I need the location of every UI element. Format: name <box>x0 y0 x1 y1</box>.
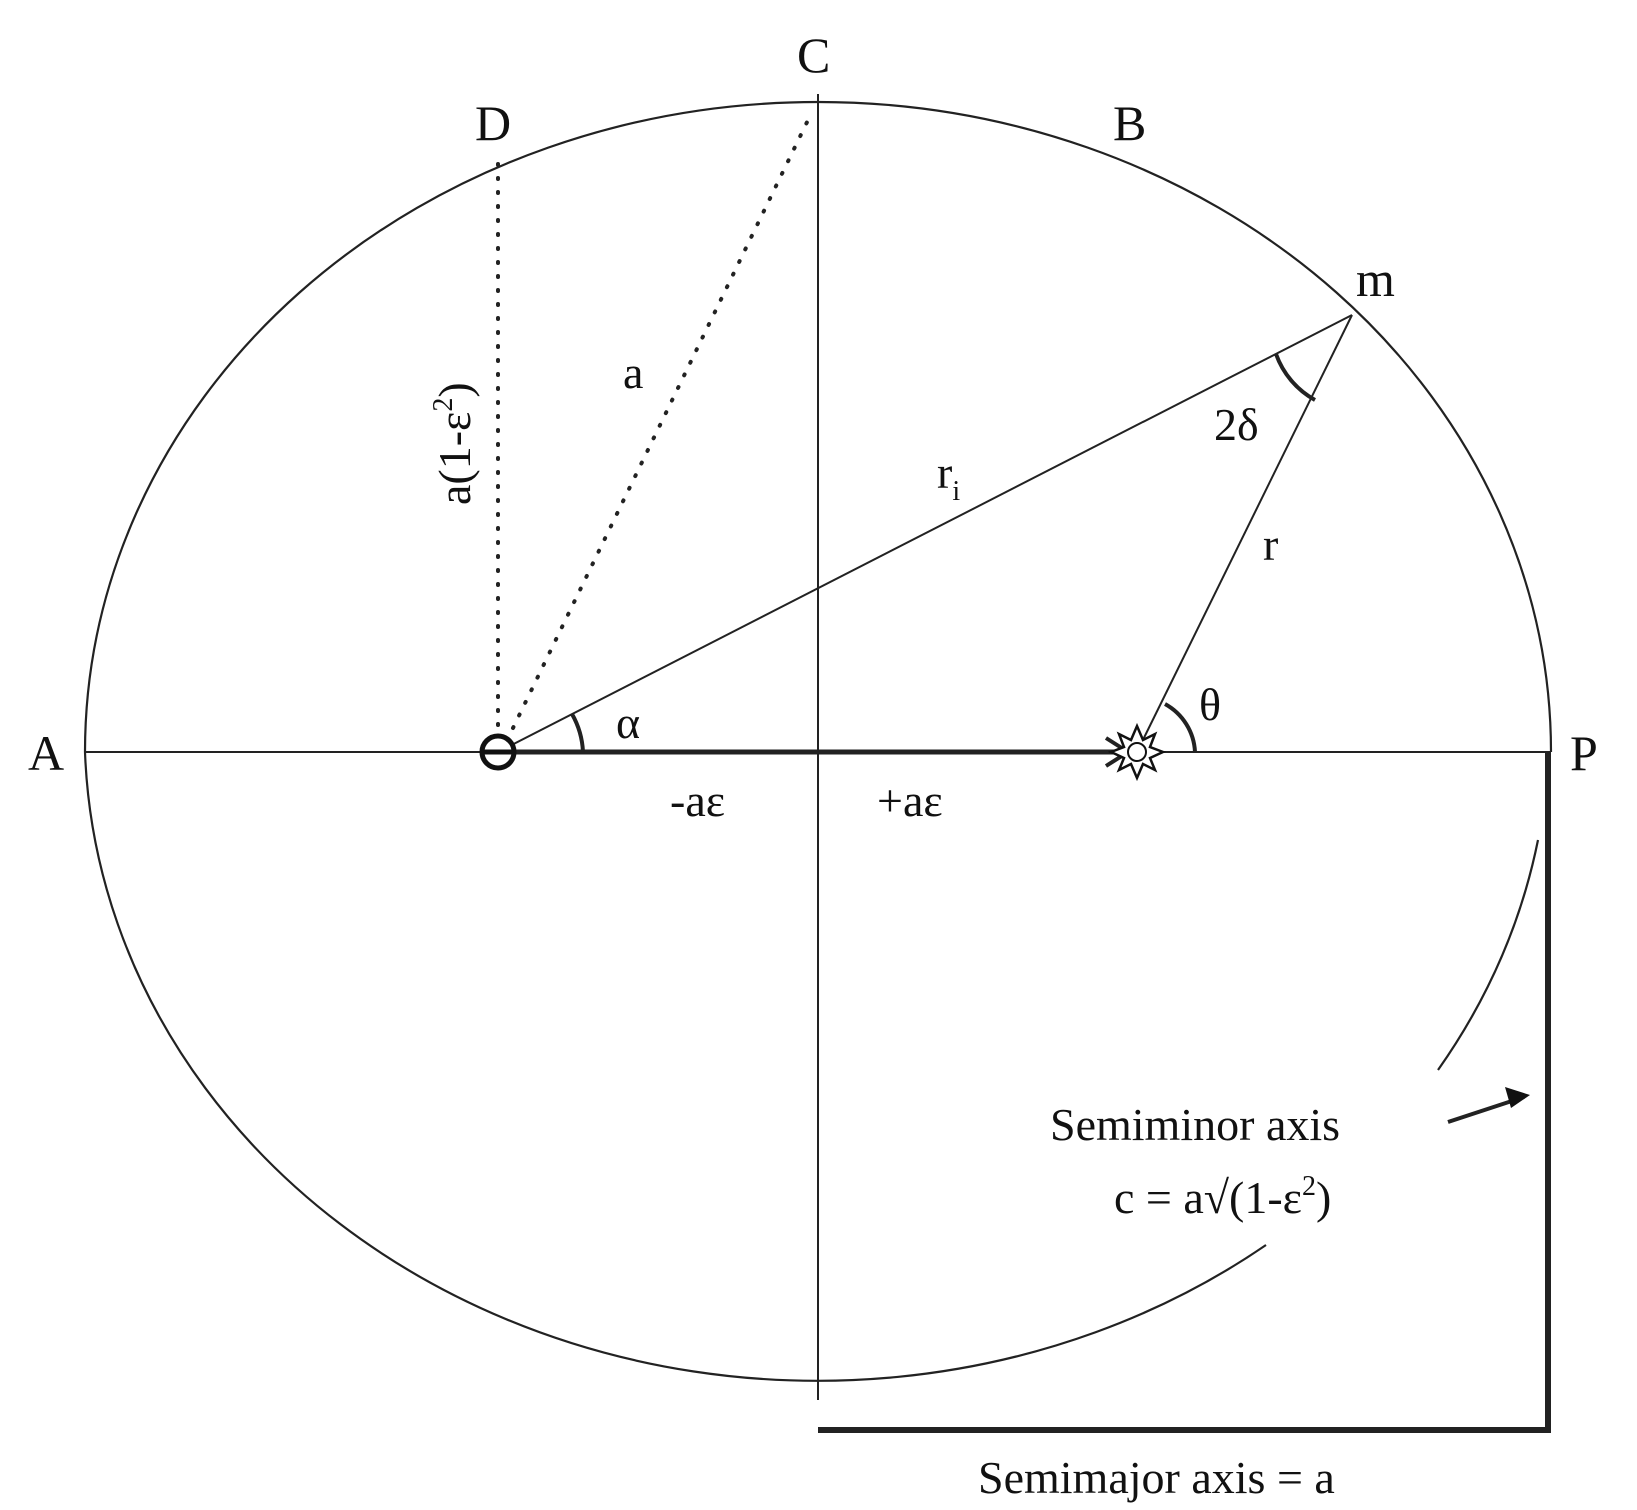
label-pos-ae: +aε <box>877 775 943 826</box>
label-b-point: B <box>1113 95 1146 151</box>
semiminor-axis-title: Semiminor axis <box>1050 1099 1340 1150</box>
label-a-point: A <box>28 725 64 781</box>
ellipse-orbit-lower-right <box>1437 839 1540 1071</box>
semiminor-pointer-arrowhead <box>1505 1087 1530 1108</box>
label-two-delta: 2δ <box>1214 399 1259 450</box>
semi-latus-base: a(1-ε <box>429 412 480 505</box>
label-dotted-a: a <box>623 347 643 398</box>
label-neg-ae: -aε <box>670 775 725 826</box>
label-alpha: α <box>616 697 640 748</box>
two-delta-arc <box>1274 353 1316 402</box>
focus-to-c-dotted-line <box>511 114 812 730</box>
sun-star-icon <box>1107 722 1167 782</box>
alpha-arc <box>570 713 585 753</box>
label-p-point: P <box>1570 725 1598 781</box>
semimajor-axis-label: Semimajor axis = a <box>978 1452 1335 1503</box>
circled-theta-icon <box>479 733 517 771</box>
semi-latus-exp: 2 <box>428 398 459 412</box>
label-r-i: ri <box>937 447 960 507</box>
r-i-base: r <box>937 447 952 498</box>
label-m-point: m <box>1356 251 1395 307</box>
semiminor-axis-formula: c = a√(1-ε2) <box>1114 1171 1331 1223</box>
theta-arc <box>1163 702 1197 753</box>
semi-axes-bracket <box>818 752 1551 1433</box>
r-i-sub: i <box>952 476 960 507</box>
label-d-point: D <box>475 95 511 151</box>
semiminor-formula-exp: 2 <box>1302 1171 1316 1202</box>
ellipse-orbit-lower-left <box>83 751 1267 1382</box>
label-semi-latus-rectum: a(1-ε2) <box>428 382 480 505</box>
r-i-line <box>497 314 1353 753</box>
semi-latus-close: ) <box>429 382 480 397</box>
label-theta: θ <box>1199 679 1221 730</box>
semiminor-formula-close: ) <box>1316 1172 1331 1223</box>
semiminor-formula-base: c = a√(1-ε <box>1114 1172 1302 1223</box>
label-r: r <box>1263 519 1278 570</box>
label-c-point: C <box>797 27 830 83</box>
r-line <box>1136 314 1353 753</box>
